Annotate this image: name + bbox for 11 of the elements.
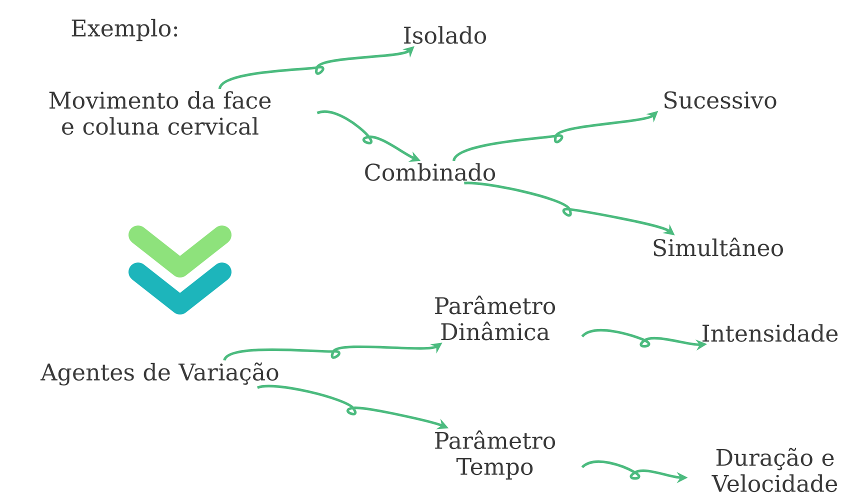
node-text: Sucessivo [664, 91, 776, 109]
node-text: Intensidade [702, 324, 838, 342]
node-text: Agentes de Variação [40, 362, 278, 386]
node-text: Combinado [365, 163, 496, 181]
node-text: Duração e Velocidade [712, 448, 838, 492]
example-label: Exemplo: [72, 18, 178, 42]
node-text: Movimento da face e coluna cervical [49, 91, 271, 135]
node-text: Isolado [404, 26, 486, 44]
node-text: Parâmetro Tempo [435, 430, 556, 480]
node-text: Simultâneo [654, 238, 783, 256]
node-text: Parâmetro Dinâmica [435, 296, 556, 340]
